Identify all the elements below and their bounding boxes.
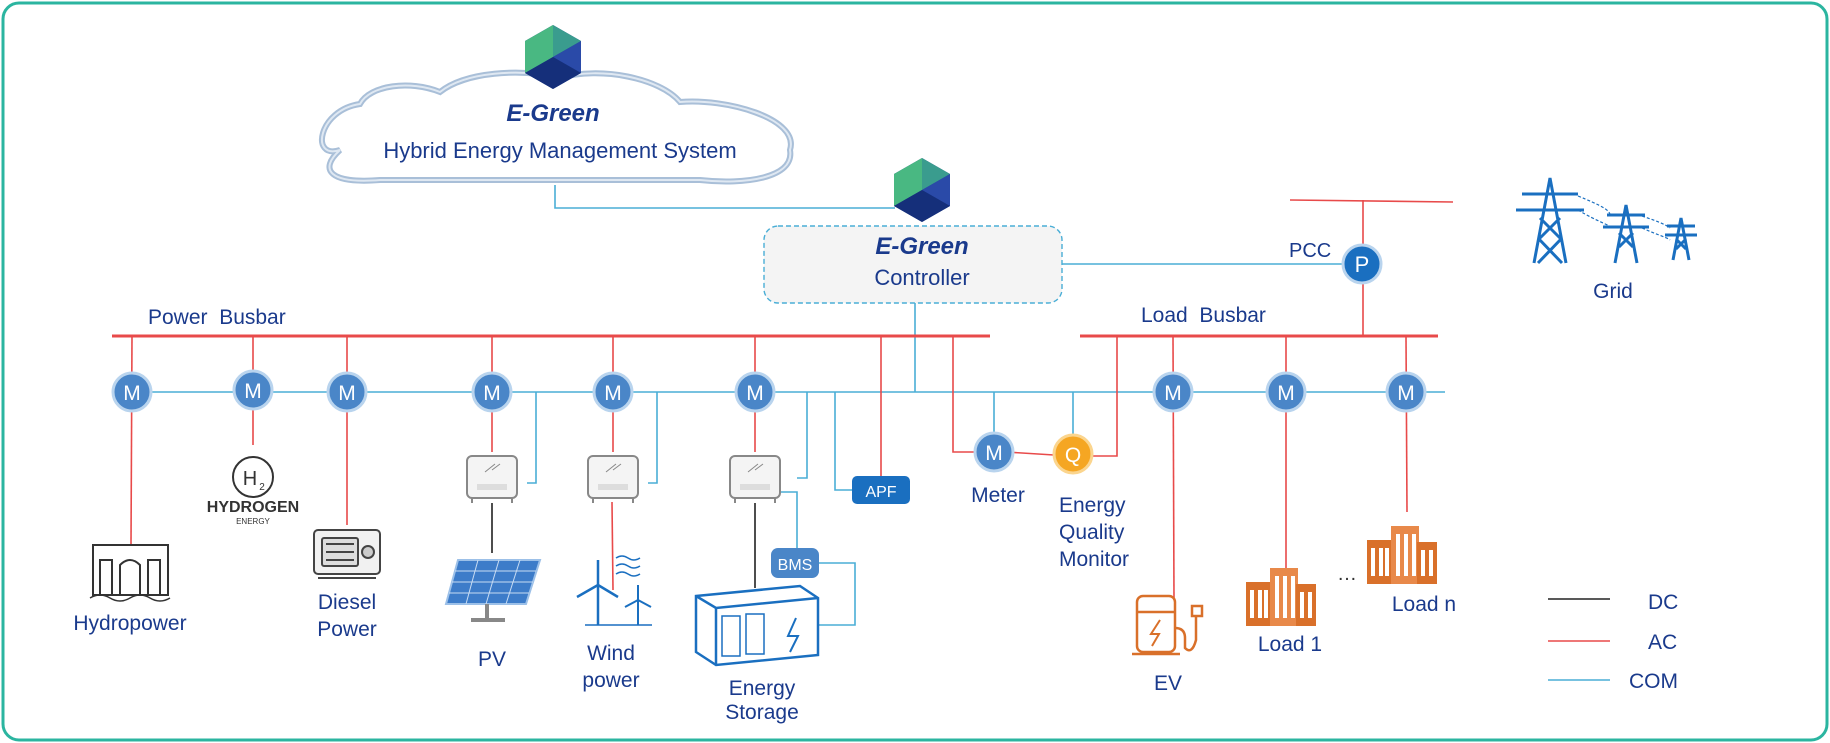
energy-storage-icon [694, 584, 820, 667]
svg-text:H: H [243, 468, 257, 490]
loadn-label: Load n [1392, 593, 1456, 616]
wind-turbine-icon [576, 555, 652, 626]
svg-text:M: M [1277, 382, 1295, 405]
meter-wind: M [592, 371, 634, 413]
diesel-label-1: Diesel [318, 591, 376, 614]
dc-lines [491, 503, 756, 588]
bms-box: BMS [771, 548, 819, 578]
wind-label-1: Wind [587, 642, 635, 665]
pcc-node [1341, 243, 1383, 285]
meter-hydrogen: M [232, 369, 274, 411]
eqm-label-3: Monitor [1059, 548, 1129, 571]
hydrogen-icon: H 2 HYDROGEN ENERGY [207, 456, 299, 526]
svg-text:M: M [483, 382, 501, 405]
meter-pv: M [471, 371, 513, 413]
meter-storage: M [734, 371, 776, 413]
power-busbar-label: Power Busbar [148, 306, 286, 329]
egreen-logo-icon [525, 25, 581, 89]
hems-cloud: E-Green Hybrid Energy Management System [319, 25, 794, 185]
hydrogen-text: HYDROGEN [207, 499, 299, 516]
pv-inverter-icon [466, 455, 518, 503]
load1-label: Load 1 [1258, 633, 1322, 656]
grid-tower-icon [1516, 177, 1697, 265]
controller-box: E-Green Controller [763, 158, 1063, 304]
pcc-node-letter: P [1355, 252, 1370, 277]
meter-load1: M [1265, 371, 1307, 413]
quality-monitor-node: Q [1052, 433, 1094, 475]
hems-brand: E-Green [506, 100, 599, 127]
meter-loadn: M [1385, 371, 1427, 413]
diesel-label-2: Power [317, 618, 377, 641]
svg-text:M: M [985, 442, 1003, 465]
hydropower-icon [89, 544, 171, 602]
legend-ac-label: AC [1648, 631, 1677, 654]
apf-box: APF [852, 476, 910, 504]
svg-text:2: 2 [259, 482, 265, 493]
ev-label: EV [1154, 672, 1182, 695]
pv-panel-icon [444, 559, 542, 622]
svg-text:M: M [604, 382, 622, 405]
storage-label-2: Storage [725, 701, 799, 724]
meter-hydropower: M [111, 371, 153, 413]
svg-text:M: M [1164, 382, 1182, 405]
meter-main: M [973, 431, 1015, 473]
eqm-label-2: Quality [1059, 521, 1125, 544]
svg-text:BMS: BMS [778, 557, 813, 574]
meter-label: Meter [971, 484, 1025, 507]
load-busbar-label: Load Busbar [1141, 304, 1266, 327]
loads-ellipsis: … [1337, 563, 1357, 585]
diesel-generator-icon [313, 529, 381, 579]
controller-logo-icon [894, 158, 950, 222]
controller-title: Controller [874, 265, 969, 290]
wind-inverter-icon [587, 455, 639, 503]
svg-text:Q: Q [1065, 444, 1081, 467]
eqm-label-1: Energy [1059, 494, 1126, 517]
meter-diesel: M [326, 371, 368, 413]
meter-ev: M [1152, 371, 1194, 413]
storage-label-1: Energy [729, 677, 796, 700]
storage-inverter-icon [729, 455, 781, 503]
load1-building-icon [1246, 568, 1316, 626]
legend-dc-label: DC [1648, 591, 1678, 614]
hydrogen-subtext: ENERGY [236, 517, 270, 526]
svg-text:M: M [338, 382, 356, 405]
meters: M M M M M M M M [111, 369, 1427, 473]
svg-text:APF: APF [865, 484, 896, 501]
hydropower-label: Hydropower [73, 612, 186, 635]
svg-text:M: M [1397, 382, 1415, 405]
pv-label: PV [478, 648, 506, 671]
grid-label: Grid [1593, 280, 1633, 303]
legend-com-label: COM [1629, 670, 1678, 693]
legend: DC AC COM [1548, 591, 1678, 693]
wind-label-2: power [582, 669, 639, 692]
svg-text:M: M [746, 382, 764, 405]
ev-charger-icon [1132, 594, 1204, 656]
svg-text:M: M [244, 380, 262, 403]
pcc-label: PCC [1289, 240, 1331, 262]
loadn-building-icon [1367, 526, 1437, 584]
hems-title: Hybrid Energy Management System [383, 138, 736, 163]
controller-brand: E-Green [875, 233, 968, 260]
svg-text:M: M [123, 382, 141, 405]
